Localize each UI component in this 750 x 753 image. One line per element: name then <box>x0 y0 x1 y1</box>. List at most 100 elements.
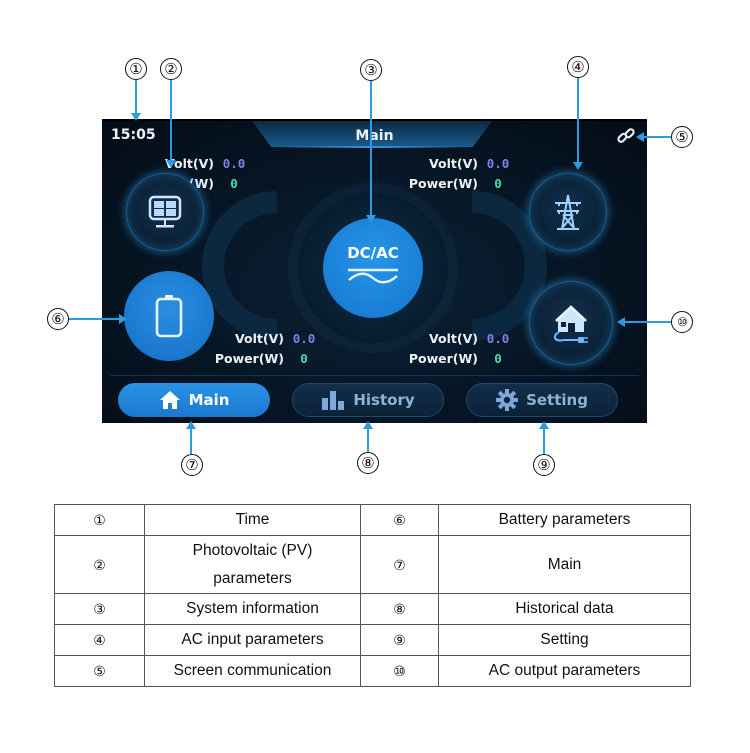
title-underline <box>272 146 472 148</box>
battery-power-value: 0 <box>300 351 308 366</box>
ac-wave-icon <box>348 268 398 284</box>
legend-desc: Historical data <box>438 593 691 625</box>
pv-volt-label: Volt(V) <box>165 156 214 171</box>
leader-10 <box>622 321 671 323</box>
legend-num: ② <box>54 535 145 594</box>
callout-10: ⑩ <box>671 311 693 333</box>
screen-title: Main <box>355 128 394 144</box>
load-power-label: Power(W) <box>408 351 478 366</box>
battery-volt-value: 0.0 <box>292 331 316 346</box>
leader-5 <box>641 136 671 138</box>
legend-num: ⑦ <box>360 535 439 594</box>
grid-power-value: 0 <box>494 176 502 191</box>
nav-setting-button[interactable]: Setting <box>466 383 618 417</box>
callout-4: ④ <box>567 56 589 78</box>
pv-node[interactable] <box>126 173 204 251</box>
arrow-10 <box>617 317 625 327</box>
legend-desc: Setting <box>438 624 691 656</box>
legend-desc: Photovoltaic (PV) parameters <box>144 535 361 594</box>
callout-3: ③ <box>360 59 382 81</box>
pv-volt-value: 0.0 <box>222 156 246 171</box>
battery-power-label: Power(W) <box>214 351 284 366</box>
nav-history-label: History <box>353 391 415 409</box>
legend-desc: Main <box>438 535 691 594</box>
battery-node[interactable] <box>124 271 214 361</box>
grid-volt-value: 0.0 <box>486 156 510 171</box>
arrow-9 <box>539 421 549 429</box>
legend-num: ⑤ <box>54 655 145 687</box>
leader-4 <box>577 78 579 164</box>
legend-num: ⑨ <box>360 624 439 656</box>
grid-volt-label: Volt(V) <box>429 156 478 171</box>
grid-power-label: Power(W) <box>408 176 478 191</box>
clock-time: 15:05 <box>111 127 156 143</box>
callout-7: ⑦ <box>181 454 203 476</box>
house-plug-icon <box>553 305 588 343</box>
legend-num: ⑩ <box>360 655 439 687</box>
inverter-screen: 15:05 Main Volt(V) 0.0 Power(W) 0 Volt(V) 0… <box>102 119 647 423</box>
callout-8: ⑧ <box>357 452 379 474</box>
legend-num: ⑥ <box>360 504 439 536</box>
load-readout: Volt(V) 0.0 Power(W) 0 <box>398 329 518 369</box>
legend-num: ④ <box>54 624 145 656</box>
load-node[interactable] <box>529 281 613 365</box>
arrow-5 <box>636 132 644 142</box>
solar-panel-icon <box>148 195 182 228</box>
legend-num: ③ <box>54 593 145 625</box>
arrow-4 <box>573 162 583 170</box>
nav-setting-label: Setting <box>526 391 588 409</box>
callout-9: ⑨ <box>533 454 555 476</box>
legend-row: ② Photovoltaic (PV) parameters ⑦ Main <box>54 535 691 594</box>
nav-history-button[interactable]: History <box>292 383 444 417</box>
arrow-1 <box>131 113 141 121</box>
callout-6: ⑥ <box>47 308 69 330</box>
load-power-value: 0 <box>494 351 502 366</box>
battery-readout: Volt(V) 0.0 Power(W) 0 <box>204 329 324 369</box>
arrow-2 <box>166 160 176 168</box>
nav-separator <box>110 375 639 376</box>
leader-8 <box>367 428 369 452</box>
legend-desc: Screen communication <box>144 655 361 687</box>
link-icon[interactable] <box>615 127 637 145</box>
pv-power-value: 0 <box>230 176 238 191</box>
legend-row: ① Time ⑥ Battery parameters <box>54 504 691 536</box>
leader-2 <box>170 80 172 162</box>
legend-row: ⑤ Screen communication ⑩ AC output param… <box>54 655 691 687</box>
title-band <box>252 121 492 147</box>
bar-chart-icon <box>322 391 345 410</box>
legend-desc: Time <box>144 504 361 536</box>
inverter-node[interactable]: DC/AC <box>323 218 423 318</box>
gear-icon <box>496 389 519 411</box>
battery-icon <box>155 295 183 338</box>
nav-main-button[interactable]: Main <box>118 383 270 417</box>
arrow-7 <box>186 421 196 429</box>
legend-desc: System information <box>144 593 361 625</box>
home-icon <box>159 391 180 409</box>
legend-desc: Battery parameters <box>438 504 691 536</box>
grid-readout: Volt(V) 0.0 Power(W) 0 <box>398 154 518 194</box>
legend-desc: AC output parameters <box>438 655 691 687</box>
legend-desc: AC input parameters <box>144 624 361 656</box>
legend-row: ④ AC input parameters ⑨ Setting <box>54 624 691 656</box>
battery-volt-label: Volt(V) <box>235 331 284 346</box>
callout-1: ① <box>125 58 147 80</box>
legend-row: ③ System information ⑧ Historical data <box>54 593 691 625</box>
legend-num: ① <box>54 504 145 536</box>
legend-num: ⑧ <box>360 593 439 625</box>
leader-6 <box>69 318 121 320</box>
arrow-8 <box>363 421 373 429</box>
grid-node[interactable] <box>529 173 607 251</box>
leader-9 <box>543 428 545 454</box>
arrow-6 <box>119 314 127 324</box>
leader-3 <box>370 81 372 217</box>
callout-5: ⑤ <box>671 126 693 148</box>
inverter-label: DC/AC <box>347 244 399 262</box>
callout-2: ② <box>160 58 182 80</box>
load-volt-value: 0.0 <box>486 331 510 346</box>
load-volt-label: Volt(V) <box>429 331 478 346</box>
leader-7 <box>190 428 192 454</box>
arrow-3 <box>366 215 376 223</box>
leader-1 <box>135 80 137 116</box>
power-tower-icon <box>555 194 581 230</box>
legend-table: ① Time ⑥ Battery parameters ② Photovolta… <box>54 504 691 687</box>
